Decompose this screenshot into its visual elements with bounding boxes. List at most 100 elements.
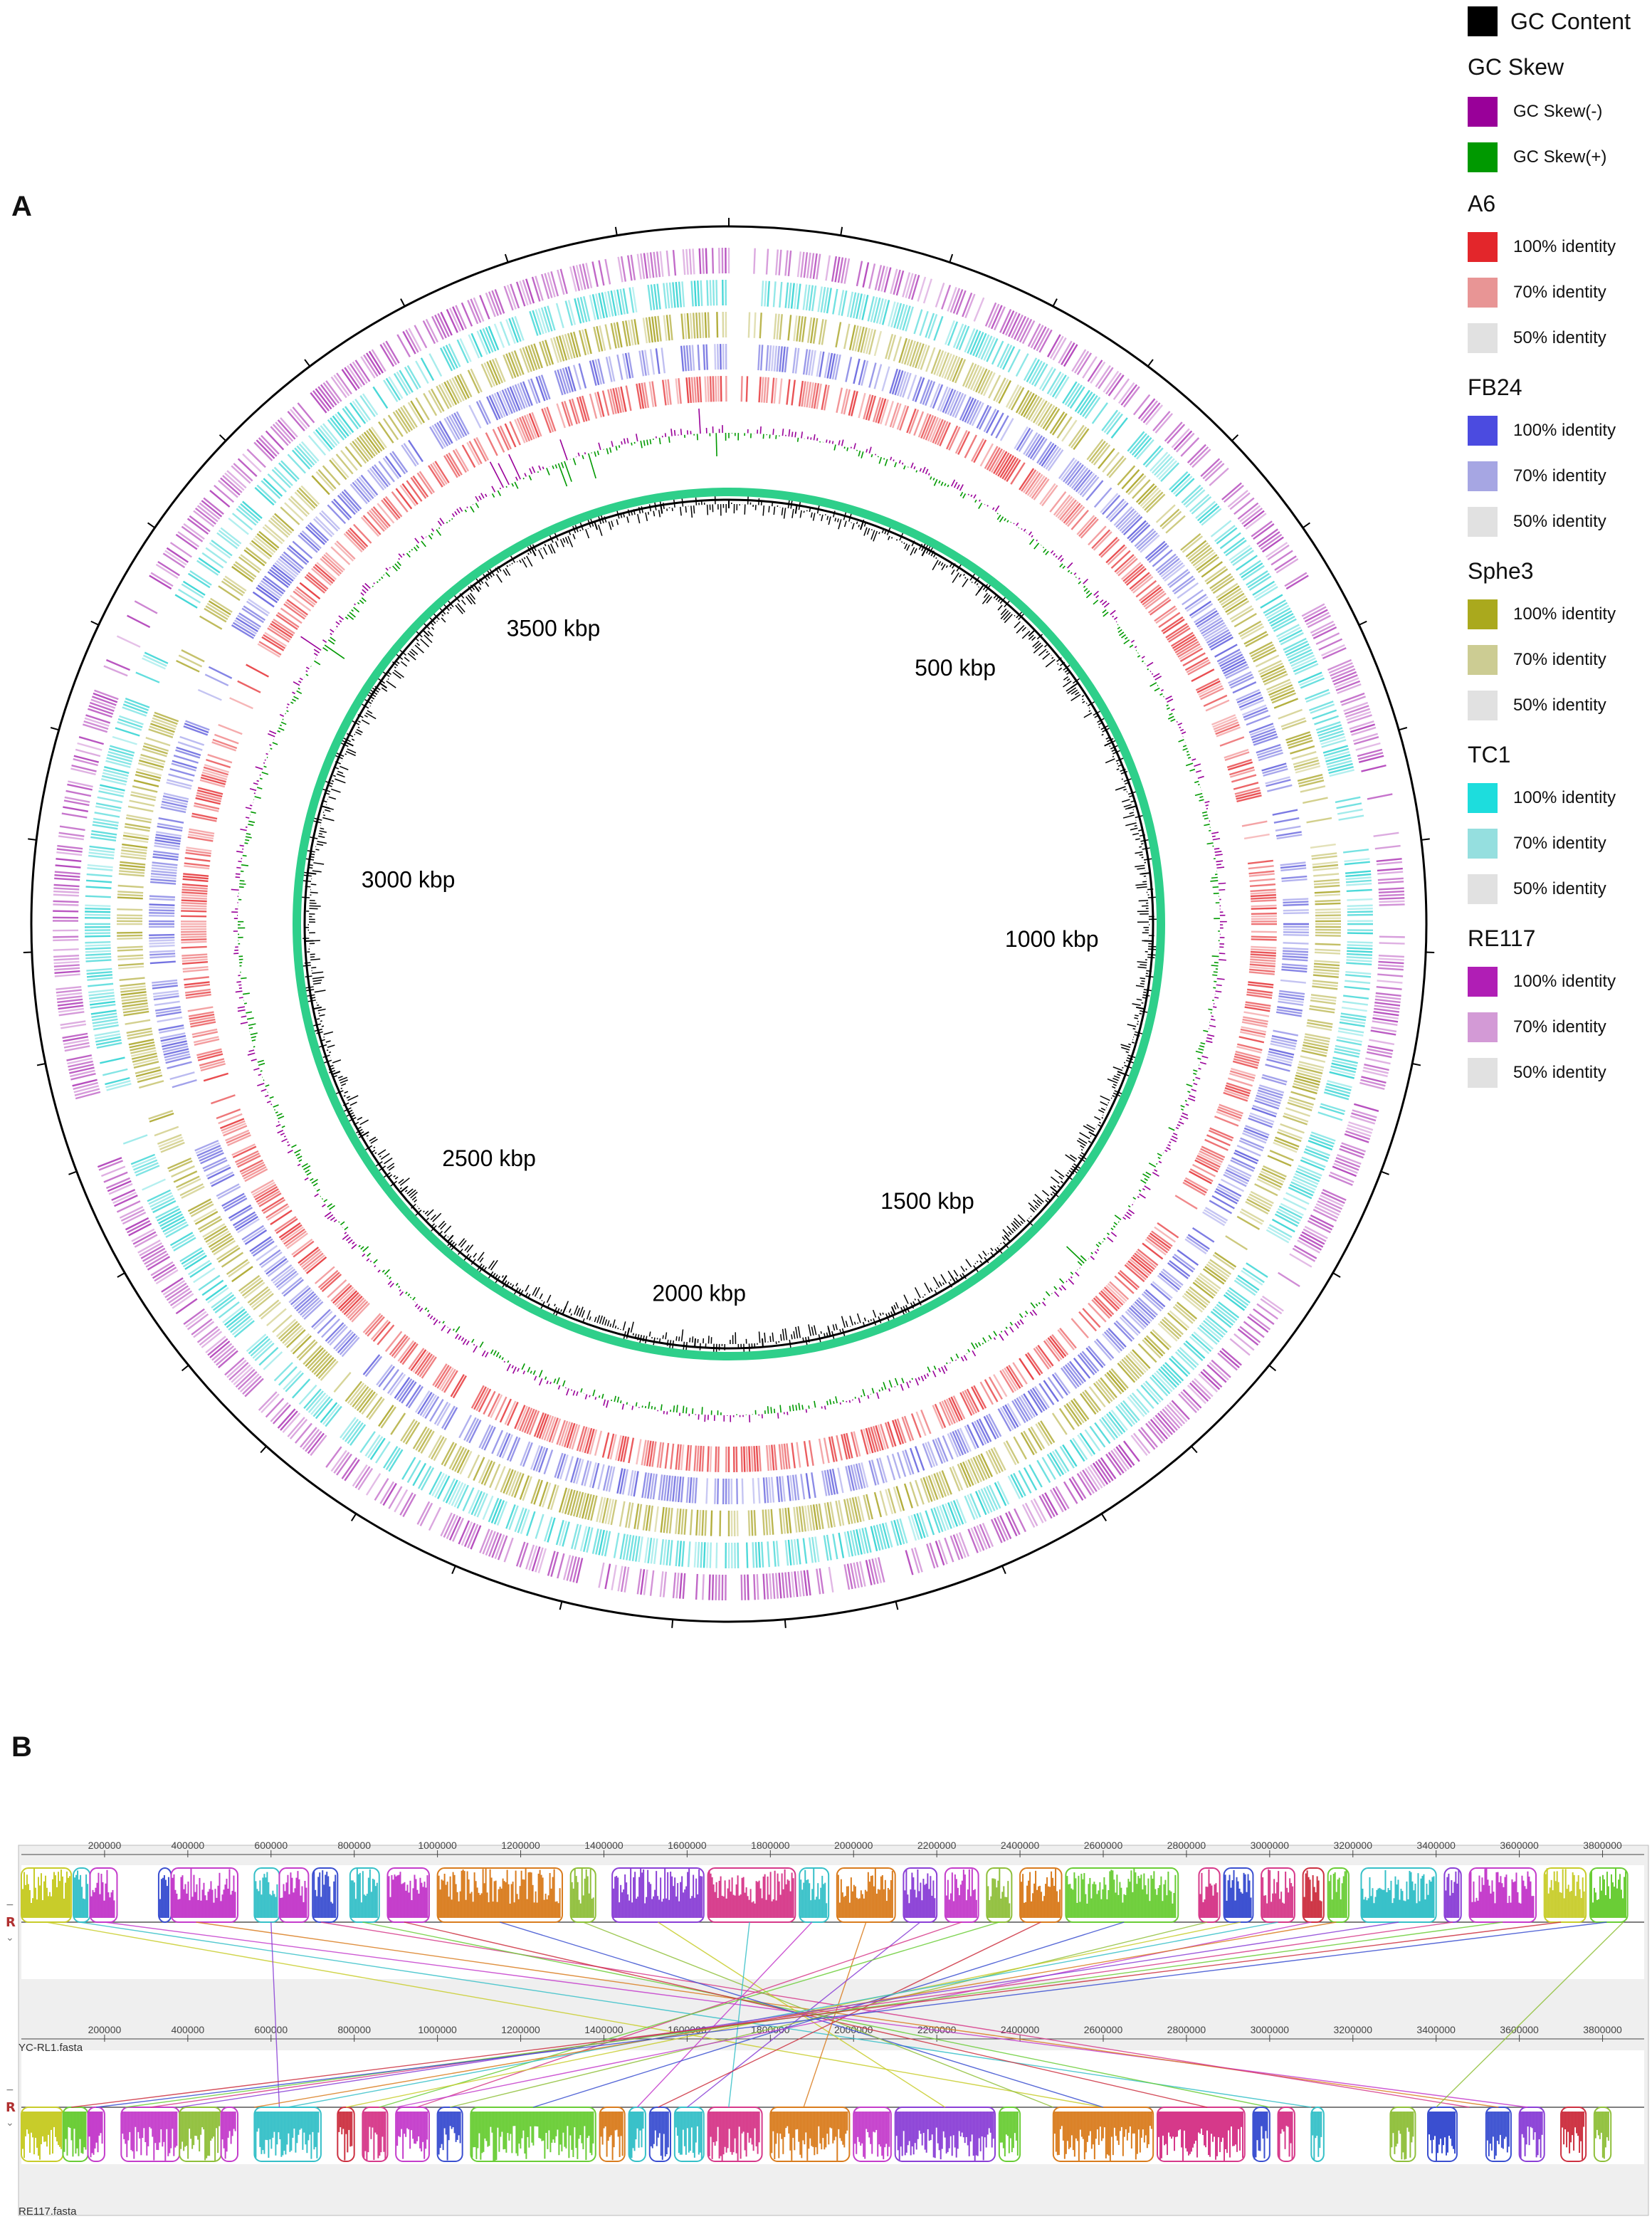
identity-segment xyxy=(1237,1274,1260,1291)
identity-segment xyxy=(201,500,223,518)
identity-segment xyxy=(909,1447,920,1473)
identity-segment xyxy=(272,564,294,582)
identity-segment xyxy=(1154,605,1176,622)
identity-segment xyxy=(905,1550,914,1575)
identity-segment xyxy=(1140,586,1162,604)
identity-segment xyxy=(520,1441,531,1467)
identity-segment xyxy=(655,348,661,374)
identity-segment xyxy=(337,411,354,434)
identity-segment xyxy=(383,379,399,402)
gc-skew-bar xyxy=(1189,768,1196,772)
identity-segment xyxy=(154,1006,181,1012)
identity-segment xyxy=(1332,671,1357,683)
identity-segment xyxy=(459,1450,473,1475)
identity-segment xyxy=(133,780,159,787)
identity-segment xyxy=(98,1160,124,1171)
identity-segment xyxy=(1049,1452,1065,1475)
identity-segment xyxy=(1132,576,1154,594)
identity-segment xyxy=(1031,438,1048,461)
identity-segment xyxy=(1351,1112,1377,1122)
identity-segment xyxy=(1038,367,1054,390)
identity-segment xyxy=(363,354,379,377)
identity-segment xyxy=(1084,1467,1100,1491)
identity-segment xyxy=(1378,887,1404,891)
identity-segment xyxy=(765,1444,769,1472)
identity-segment xyxy=(1315,721,1341,731)
identity-segment xyxy=(205,605,228,621)
identity-segment xyxy=(344,1459,360,1481)
identity-segment xyxy=(508,352,520,377)
gc-skew-bar xyxy=(1170,718,1176,722)
identity-segment xyxy=(1245,1200,1269,1215)
identity-segment xyxy=(352,481,370,503)
identity-segment xyxy=(1124,1264,1145,1283)
identity-segment xyxy=(1243,707,1268,718)
identity-segment xyxy=(886,1455,896,1481)
identity-segment xyxy=(315,1356,335,1378)
identity-segment xyxy=(1115,508,1135,528)
identity-segment xyxy=(399,1341,416,1364)
identity-segment xyxy=(1008,1365,1024,1388)
identity-segment xyxy=(307,524,327,543)
identity-segment xyxy=(237,1155,261,1168)
identity-segment xyxy=(646,252,652,278)
identity-segment xyxy=(246,600,269,617)
identity-segment xyxy=(169,1290,192,1306)
identity-segment xyxy=(770,1476,775,1503)
identity-segment xyxy=(1231,607,1254,623)
identity-segment xyxy=(904,1449,915,1475)
identity-segment xyxy=(241,1163,265,1177)
identity-segment xyxy=(837,257,844,283)
identity-segment xyxy=(483,1426,496,1451)
identity-segment xyxy=(314,564,335,582)
gc-skew-bar xyxy=(462,1338,467,1346)
identity-segment xyxy=(1293,1175,1317,1188)
gc-skew-bar xyxy=(1204,817,1209,820)
identity-segment xyxy=(1162,1408,1181,1429)
identity-segment xyxy=(1110,1410,1128,1431)
gc-content-bar xyxy=(812,513,816,521)
gc-skew-bar xyxy=(1180,1115,1189,1120)
gc-skew-bar xyxy=(353,607,360,613)
identity-segment xyxy=(283,1279,304,1297)
gc-skew-bar xyxy=(947,484,949,488)
identity-segment xyxy=(1154,413,1173,434)
identity-segment xyxy=(834,256,841,283)
identity-segment xyxy=(494,1534,505,1559)
identity-segment xyxy=(864,1527,872,1553)
identity-segment xyxy=(768,345,772,372)
identity-segment xyxy=(547,1517,556,1543)
identity-segment xyxy=(894,1419,905,1444)
identity-segment xyxy=(419,471,435,493)
identity-segment xyxy=(1164,1406,1183,1427)
identity-segment xyxy=(1147,1234,1170,1252)
identity-segment xyxy=(1344,1133,1369,1143)
identity-segment xyxy=(952,1431,964,1456)
identity-segment xyxy=(134,600,158,614)
identity-segment xyxy=(467,300,479,325)
identity-segment xyxy=(1328,662,1353,674)
identity-segment xyxy=(1016,427,1031,451)
identity-segment xyxy=(1238,1140,1263,1152)
identity-segment xyxy=(88,854,115,859)
identity-segment xyxy=(1345,980,1371,985)
identity-segment xyxy=(861,295,869,320)
identity-segment xyxy=(1088,1302,1107,1323)
gc-skew-bar xyxy=(330,632,332,636)
identity-segment xyxy=(1260,1170,1285,1183)
identity-segment xyxy=(610,290,617,316)
identity-segment xyxy=(1105,544,1126,564)
identity-segment xyxy=(1102,451,1120,473)
gc-skew-bar xyxy=(1028,538,1035,545)
identity-segment xyxy=(954,359,967,384)
identity-segment xyxy=(893,1520,903,1546)
gc-skew-bar xyxy=(238,886,244,888)
identity-segment xyxy=(333,498,352,519)
identity-segment xyxy=(1095,364,1111,387)
identity-segment xyxy=(234,1150,259,1163)
identity-segment xyxy=(1231,774,1257,783)
identity-segment xyxy=(286,547,307,565)
identity-segment xyxy=(1311,855,1337,860)
identity-segment xyxy=(212,738,238,750)
identity-segment xyxy=(341,491,360,512)
